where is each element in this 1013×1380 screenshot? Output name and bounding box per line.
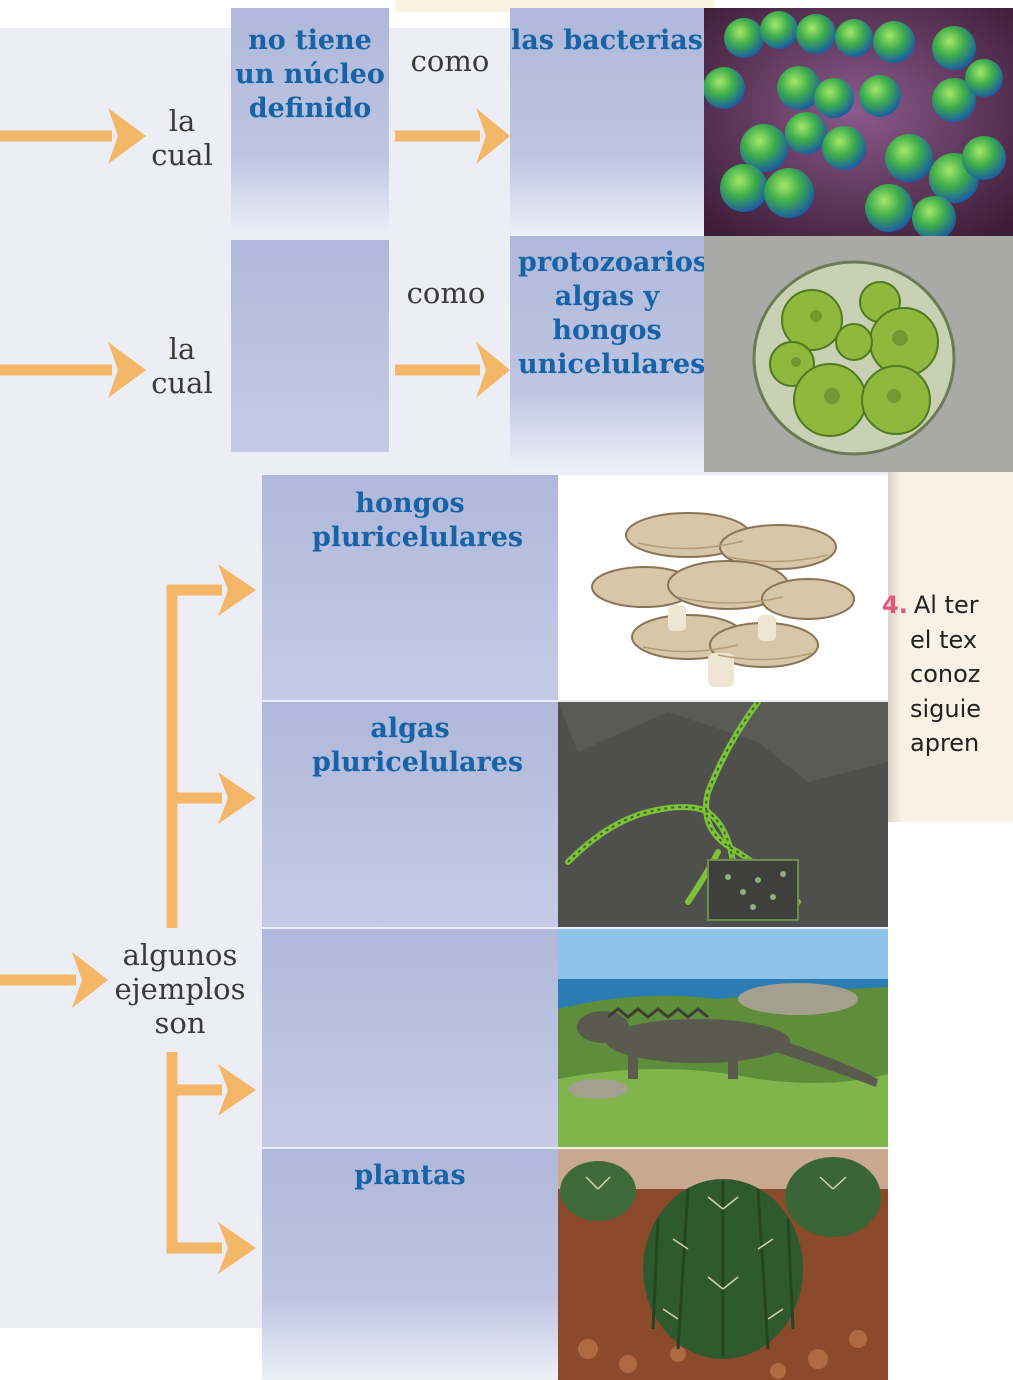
- arrow-row3-main: [0, 952, 108, 1008]
- activity-number: 4.: [882, 591, 908, 619]
- box-nucleus-blank: [231, 240, 389, 452]
- side-note-line-5: apren: [910, 729, 980, 757]
- side-note-line-2: el tex: [910, 625, 978, 654]
- side-note-line-4: siguie: [910, 694, 982, 723]
- iguana-photo: [558, 929, 888, 1147]
- cactus-photo: [558, 1149, 888, 1380]
- protist-photo: [704, 236, 1013, 472]
- arrow-row2-como: [395, 342, 510, 398]
- box-bacteria: las bacterias: [510, 8, 704, 236]
- connector-la-cual-2: la cual: [151, 332, 213, 400]
- box-plants: plantas: [262, 1149, 558, 1380]
- box-animals-blank: [262, 929, 558, 1147]
- connector-algunos-ejemplos: algunos ejemplos son: [114, 938, 246, 1040]
- page-margin: [888, 822, 1013, 1380]
- box-protozoa: protozoarios, algas y hongos unicelulare…: [510, 236, 718, 472]
- connector-como-2: como: [406, 276, 486, 310]
- arrow-bracket-upper: [166, 564, 256, 928]
- connector-como-1: como: [410, 44, 490, 78]
- arrow-row1-main: [0, 108, 146, 164]
- side-note: 4.Al ter el tex conoz siguie apren: [882, 588, 982, 761]
- mushroom-photo: [558, 475, 888, 700]
- box-fungi: hongos pluricelulares: [262, 475, 558, 700]
- bacteria-photo: [704, 8, 1013, 236]
- box-algae: algas pluricelulares: [262, 702, 558, 927]
- algae-micrograph-photo: [558, 702, 888, 927]
- arrow-row1-como: [395, 108, 510, 164]
- box-no-nucleus: no tiene un núcleo definido: [231, 8, 389, 236]
- arrow-bracket-lower: [166, 1052, 256, 1274]
- side-note-line-1: Al ter: [913, 591, 979, 619]
- side-note-line-3: conoz: [910, 660, 981, 688]
- arrow-row2-main: [0, 342, 146, 398]
- panel-shadow: [888, 470, 902, 822]
- side-note-panel: [888, 470, 1013, 822]
- connector-la-cual-1: la cual: [151, 104, 213, 172]
